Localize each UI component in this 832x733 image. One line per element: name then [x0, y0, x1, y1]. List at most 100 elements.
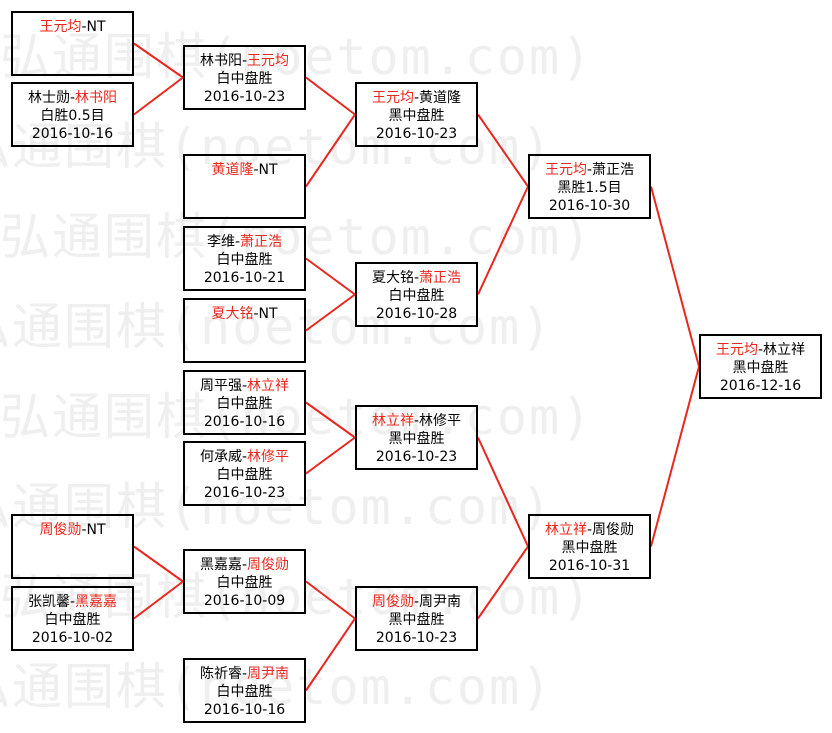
match-players: 陈祈睿-周尹南 — [185, 665, 304, 683]
player-one: 陈祈睿 — [199, 666, 242, 682]
player-two: 周尹南 — [419, 594, 462, 610]
player-two: 萧正浩 — [592, 162, 635, 178]
match-box-r1f: 周平强-林立祥白中盘胜 2016-10-16 — [183, 370, 306, 435]
player-separator: - — [413, 413, 420, 429]
match-result: 白胜0.5目 — [40, 108, 105, 124]
player-separator: - — [253, 162, 259, 178]
match-players: 何承威-林修平 — [185, 448, 304, 466]
player-one: 周俊勋 — [371, 594, 414, 610]
player-separator: - — [234, 234, 241, 250]
match-result: 黑中盘胜 — [388, 108, 445, 124]
player-one: 林士勋 — [27, 90, 70, 106]
player-one: 李维 — [206, 234, 235, 250]
bracket-connector — [650, 186, 700, 367]
player-separator: - — [81, 522, 87, 538]
match-box-r1e: 夏大铭-NT — [183, 298, 306, 363]
bracket-connector — [305, 617, 356, 692]
match-players: 林书阳-王元均 — [185, 52, 304, 70]
bracket-connector — [133, 580, 184, 620]
player-separator: - — [413, 594, 420, 610]
match-date: 2016-10-16 — [31, 126, 114, 142]
match-players: 王元均-萧正浩 — [530, 161, 649, 179]
player-separator: - — [69, 594, 76, 610]
player-one: 林书阳 — [199, 53, 242, 69]
bracket-connector — [305, 257, 356, 296]
player-separator: - — [413, 270, 420, 286]
match-players: 周俊勋-NT — [13, 521, 132, 539]
player-one: 周平强 — [199, 378, 242, 394]
bracket-connector — [305, 401, 356, 439]
match-date: 2016-10-02 — [31, 630, 114, 646]
player-separator: - — [69, 90, 76, 106]
match-date: 2016-10-23 — [375, 126, 458, 142]
match-players: 黑嘉嘉-周俊勋 — [185, 556, 304, 574]
match-date: 2016-10-09 — [203, 593, 286, 609]
match-date: 2016-10-16 — [203, 414, 286, 430]
match-result: 黑中盘胜 — [732, 360, 789, 376]
match-players: 夏大铭-萧正浩 — [357, 269, 476, 287]
player-one: 王元均 — [39, 19, 82, 35]
match-players: 夏大铭-NT — [185, 305, 304, 323]
player-separator: - — [81, 19, 87, 35]
player-separator: - — [241, 666, 248, 682]
match-players: 王元均-NT — [13, 18, 132, 36]
match-players: 周平强-林立祥 — [185, 377, 304, 395]
match-players: 李维-萧正浩 — [185, 233, 304, 251]
bracket-connector — [650, 366, 700, 547]
player-one: 王元均 — [371, 90, 414, 106]
player-two: NT — [86, 522, 106, 538]
player-two: 林修平 — [419, 413, 462, 429]
bracket-connector — [305, 436, 356, 475]
match-players: 周俊勋-周尹南 — [357, 593, 476, 611]
player-one: 何承威 — [199, 449, 242, 465]
player-separator: - — [253, 306, 259, 322]
player-one: 夏大铭 — [371, 270, 414, 286]
bracket-connector — [477, 186, 529, 295]
player-two: NT — [258, 162, 278, 178]
player-two: 周俊勋 — [247, 557, 290, 573]
bracket-connector — [133, 76, 184, 116]
player-separator: - — [241, 557, 248, 573]
match-date: 2016-10-31 — [548, 558, 631, 574]
match-date: 2016-10-23 — [375, 630, 458, 646]
bracket-connector — [305, 113, 356, 188]
match-players: 林立祥-林修平 — [357, 412, 476, 430]
match-box-r1c: 黄道隆-NT — [183, 154, 306, 219]
player-two: 王元均 — [247, 53, 290, 69]
player-one: 黑嘉嘉 — [199, 557, 242, 573]
player-one: 林立祥 — [371, 413, 414, 429]
player-separator: - — [586, 162, 593, 178]
player-separator: - — [413, 90, 420, 106]
player-one: 王元均 — [715, 342, 758, 358]
player-two: 林书阳 — [75, 90, 118, 106]
match-date: 2016-10-28 — [375, 306, 458, 322]
player-one: 黄道隆 — [211, 162, 254, 178]
bracket-connector — [305, 293, 356, 332]
player-one: 夏大铭 — [211, 306, 254, 322]
bracket-connector — [477, 545, 529, 620]
match-result: 白中盘胜 — [216, 396, 273, 412]
match-result: 黑中盘胜 — [561, 540, 618, 556]
player-two: 周尹南 — [247, 666, 290, 682]
match-date: 2016-10-21 — [203, 270, 286, 286]
match-result: 黑中盘胜 — [388, 612, 445, 628]
match-result: 黑中盘胜 — [388, 431, 445, 447]
match-players: 王元均-林立祥 — [701, 341, 820, 359]
match-players: 林士勋-林书阳 — [13, 89, 132, 107]
player-one: 王元均 — [544, 162, 587, 178]
match-result: 白中盘胜 — [44, 612, 101, 628]
player-two: NT — [86, 19, 106, 35]
match-result: 白中盘胜 — [388, 288, 445, 304]
player-two: 萧正浩 — [240, 234, 283, 250]
player-two: 萧正浩 — [419, 270, 462, 286]
